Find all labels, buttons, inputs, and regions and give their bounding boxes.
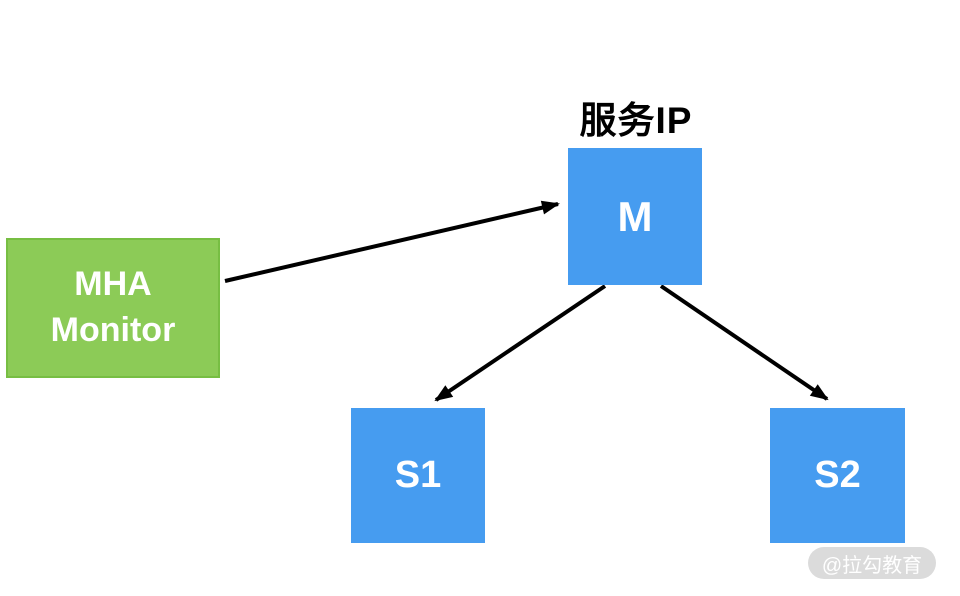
node-mha-monitor: MHA Monitor (6, 238, 220, 378)
arrow-monitor-to-master (224, 200, 560, 283)
node-slave1: S1 (351, 408, 485, 543)
node-master-label: M (617, 192, 653, 240)
node-master: M (568, 148, 702, 285)
watermark-badge: @拉勾教育 (808, 547, 936, 579)
arrow-master-to-s2 (659, 284, 829, 401)
node-mha-monitor-label: MHA Monitor (50, 265, 176, 349)
node-slave1-label: S1 (394, 454, 442, 496)
node-slave2-label: S2 (814, 454, 861, 496)
arrow-master-to-s1 (434, 284, 607, 402)
service-ip-title: 服务IP (579, 100, 693, 141)
node-slave2: S2 (770, 408, 905, 543)
